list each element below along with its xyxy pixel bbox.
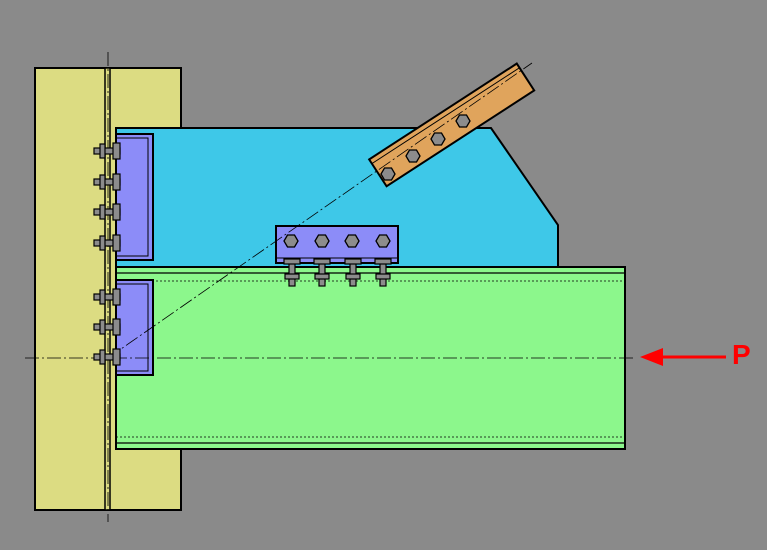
clip-angle-lower (115, 279, 154, 376)
hex-bolt-head (344, 234, 360, 248)
brace-bolts (380, 114, 471, 181)
hex-bolt-head (283, 234, 299, 248)
column-flange (104, 67, 111, 511)
hex-bolt-head (455, 114, 471, 128)
column-bolt (93, 173, 121, 191)
column-bolts (93, 142, 121, 366)
load-label-p: P (732, 339, 751, 370)
column-bolt (93, 234, 121, 252)
brace-workline (107, 62, 533, 359)
column-bolt (93, 318, 121, 336)
centerlines (25, 52, 635, 522)
column-bolt (93, 203, 121, 221)
angle-face-bolts (283, 234, 391, 248)
hex-bolt-head (380, 167, 396, 181)
hex-bolt-head (405, 149, 421, 163)
hex-bolt-head (375, 234, 391, 248)
beam-flange-bolts (283, 258, 392, 287)
column-bolt (93, 142, 121, 160)
vertical-bolt (344, 258, 362, 287)
clip-angle-upper (115, 133, 154, 261)
column-bolt (93, 288, 121, 306)
hex-bolt-head (314, 234, 330, 248)
hex-bolt-head (430, 132, 446, 146)
load-arrow (640, 348, 726, 366)
column-bolt (93, 348, 121, 366)
vertical-bolt (283, 258, 301, 287)
vertical-bolt (374, 258, 392, 287)
vertical-bolt (313, 258, 331, 287)
